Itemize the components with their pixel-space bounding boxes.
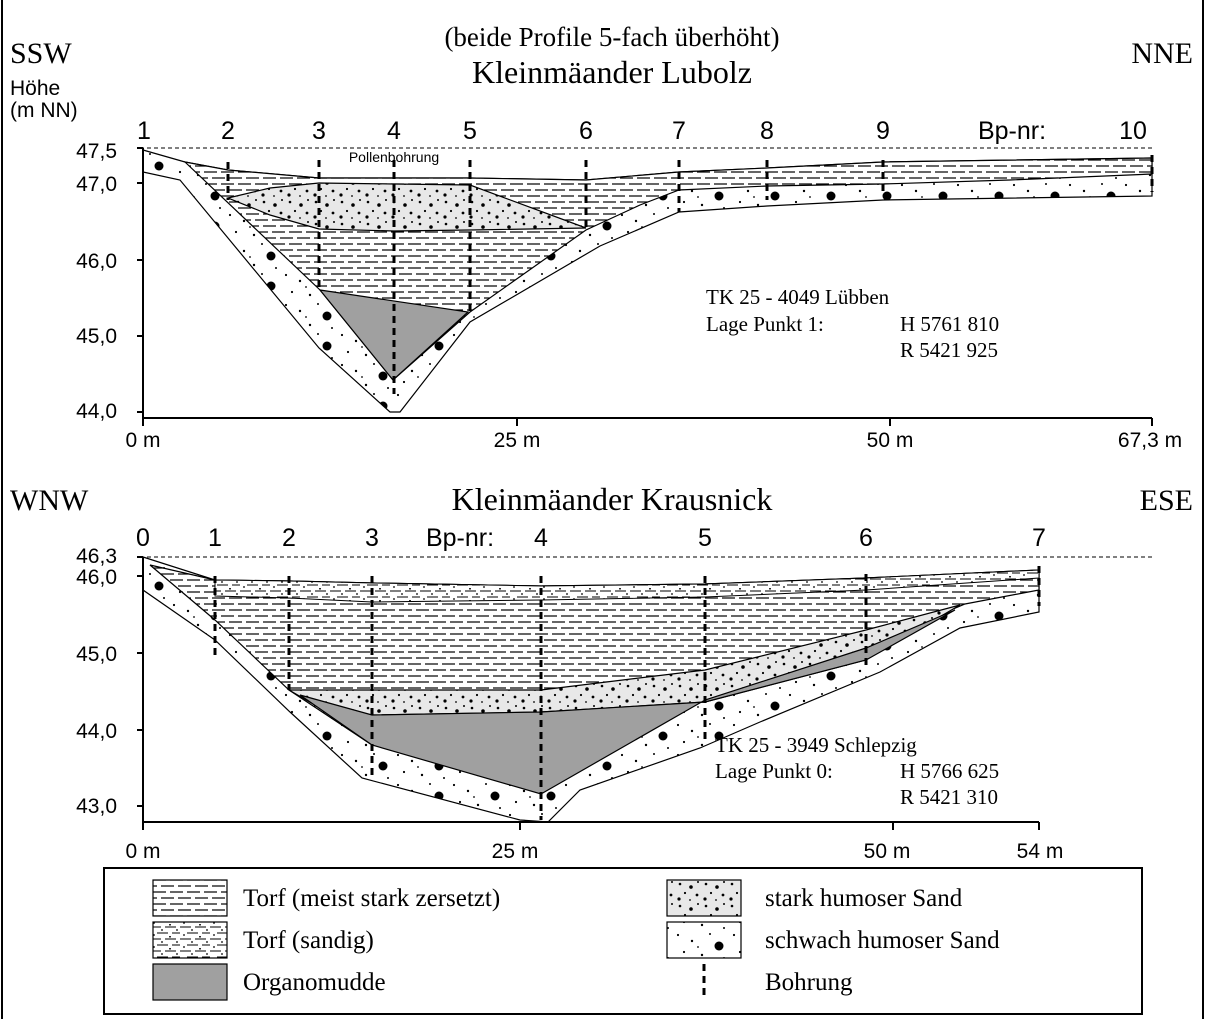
- bp2-number: 7: [1032, 524, 1046, 552]
- bp1-number: 7: [672, 117, 686, 145]
- dir-right-ese: ESE: [1140, 484, 1193, 517]
- profile2-borehole-numbers: 0 1 2 3 Bp-nr: 4 5 6 7: [136, 524, 1046, 552]
- legend-schwach-sand-swatch: [666, 921, 742, 959]
- r-value: R 5421 310: [900, 785, 998, 809]
- x-tick-label: 0 m: [125, 840, 160, 863]
- legend-bohrung-label: Bohrung: [765, 969, 853, 996]
- lage-label: Lage Punkt 1:: [706, 312, 824, 336]
- bp1-number: 9: [876, 117, 890, 145]
- bp1-number: 4: [387, 117, 401, 145]
- bp1-number: 2: [221, 117, 235, 145]
- legend-labels: Torf (meist stark zersetzt) Torf (sandig…: [243, 885, 1000, 996]
- profile2-boreholes: [213, 566, 1041, 820]
- profile2-y-tick-labels: 46,3 46,0 45,0 44,0 43,0: [76, 545, 117, 818]
- caption: (beide Profile 5-fach überhöht): [444, 22, 779, 52]
- bp1-number: 10: [1119, 117, 1147, 145]
- h-value: H 5766 625: [900, 759, 999, 783]
- lage-label: Lage Punkt 0:: [715, 759, 833, 783]
- y-axis-label-unit: (m NN): [10, 99, 78, 122]
- x-tick-label: 50 m: [864, 840, 911, 863]
- h-value: H 5761 810: [900, 312, 999, 336]
- y-tick-label: 46,0: [76, 250, 117, 273]
- profile1-stark-humoser-sand-lens: [226, 182, 587, 232]
- bp-label: Bp-nr:: [426, 524, 494, 552]
- bp-label: Bp-nr:: [978, 117, 1046, 145]
- y-axis-label-hoehe: Höhe: [10, 77, 60, 100]
- tk-sheet: TK 25 - 3949 Schlepzig: [715, 733, 917, 757]
- profile1-location-info: TK 25 - 4049 Lübben Lage Punkt 1: H 5761…: [706, 285, 999, 362]
- legend-stark-sand-label: stark humoser Sand: [765, 885, 963, 912]
- legend-schwach-sand-label: schwach humoser Sand: [765, 927, 1000, 954]
- profile1-boreholes: [226, 155, 1154, 394]
- y-tick-label: 47,0: [76, 173, 117, 196]
- y-tick-label: 47,5: [76, 140, 117, 163]
- dir-left-wnw: WNW: [10, 484, 89, 517]
- tk-sheet: TK 25 - 4049 Lübben: [706, 285, 890, 309]
- legend-organomudde-swatch: [152, 963, 228, 1001]
- x-tick-label: 54 m: [1017, 840, 1064, 863]
- bp1-number: 1: [137, 117, 151, 145]
- profile2-location-info: TK 25 - 3949 Schlepzig Lage Punkt 0: H 5…: [715, 733, 999, 809]
- legend-torf-sandig-label: Torf (sandig): [243, 927, 374, 954]
- profile1-borehole-numbers: 1 2 3 4 5 6 7 8 9 Bp-nr: 10: [137, 117, 1147, 145]
- bp2-number: 6: [859, 524, 873, 552]
- y-tick-label: 44,0: [76, 400, 117, 423]
- x-tick-label: 25 m: [492, 840, 539, 863]
- legend-stark-sand-swatch: [666, 879, 742, 917]
- pollen-label: Pollenbohrung: [349, 149, 439, 165]
- bp2-number: 5: [698, 524, 712, 552]
- bp1-number: 3: [312, 117, 326, 145]
- bp2-number: 3: [365, 524, 379, 552]
- y-tick-label: 44,0: [76, 720, 117, 743]
- bp2-number: 2: [282, 524, 296, 552]
- profile1-title: Kleinmäander Lubolz: [472, 54, 752, 90]
- dir-left-ssw: SSW: [10, 37, 72, 70]
- x-tick-label: 50 m: [867, 429, 914, 452]
- bp2-number: 1: [208, 524, 222, 552]
- profile1-y-tick-labels: 47,5 47,0 46,0 45,0 44,0: [76, 140, 117, 423]
- bp1-number: 6: [579, 117, 593, 145]
- bp2-number: 4: [534, 524, 548, 552]
- profile1-axis-ticks: [137, 147, 1153, 426]
- profile1-x-tick-labels: 0 m 25 m 50 m 67,3 m: [125, 429, 1182, 452]
- dir-right-nne: NNE: [1131, 37, 1193, 70]
- y-tick-label: 46,3: [76, 545, 117, 568]
- profile2-title: Kleinmäander Krausnick: [452, 481, 773, 517]
- legend-torf-label: Torf (meist stark zersetzt): [243, 885, 500, 912]
- x-tick-label: 67,3 m: [1118, 429, 1182, 452]
- bp1-number: 5: [463, 117, 477, 145]
- legend-torf-sandig-swatch: [152, 921, 228, 959]
- x-tick-label: 0 m: [125, 429, 160, 452]
- y-tick-label: 46,0: [76, 566, 117, 589]
- bp1-number: 8: [760, 117, 774, 145]
- y-tick-label: 45,0: [76, 643, 117, 666]
- bp2-number: 0: [136, 524, 150, 552]
- legend-organomudde-label: Organomudde: [243, 969, 386, 996]
- y-tick-label: 45,0: [76, 325, 117, 348]
- profile2-organomudde: [299, 609, 956, 795]
- y-tick-label: 43,0: [76, 795, 117, 818]
- x-tick-label: 25 m: [494, 429, 541, 452]
- legend-box: [103, 867, 1143, 1015]
- legend-torf-swatch: [152, 879, 228, 917]
- profile2-x-tick-labels: 0 m 25 m 50 m 54 m: [125, 840, 1063, 863]
- r-value: R 5421 925: [900, 338, 998, 362]
- profile2-axis-ticks: [137, 556, 1040, 830]
